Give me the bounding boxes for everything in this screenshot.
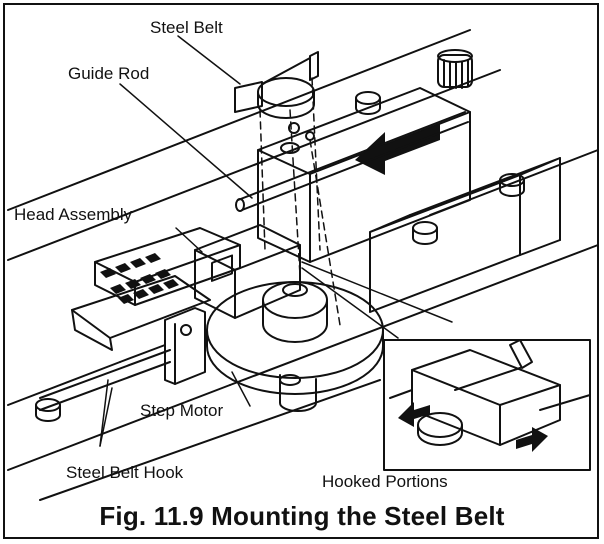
chassis-plate (7, 29, 599, 501)
head-assembly (71, 224, 301, 351)
figure-caption: Fig. 11.9 Mounting the Steel Belt (99, 501, 505, 531)
assembly-guides (259, 77, 341, 326)
support-post (164, 307, 206, 385)
inset-arrows (398, 402, 548, 452)
carriage-block (257, 87, 561, 313)
label-step-motor: Step Motor (140, 401, 224, 420)
step-motor (206, 281, 384, 412)
label-head-assembly: Head Assembly (14, 205, 133, 224)
label-steel-belt-hook: Steel Belt Hook (66, 463, 184, 482)
detail-inset (383, 339, 591, 471)
figure-frame (3, 3, 599, 539)
guide-rod (235, 111, 469, 212)
adjust-knob (437, 49, 473, 89)
head-grid (100, 253, 179, 304)
label-guide-rod: Guide Rod (68, 64, 150, 83)
steel-belt-part (234, 51, 319, 141)
steel-belt-hook (39, 349, 171, 411)
label-hooked-portions: Hooked Portions (322, 472, 448, 491)
mounting-posts (35, 91, 525, 422)
label-steel-belt: Steel Belt (150, 18, 223, 37)
